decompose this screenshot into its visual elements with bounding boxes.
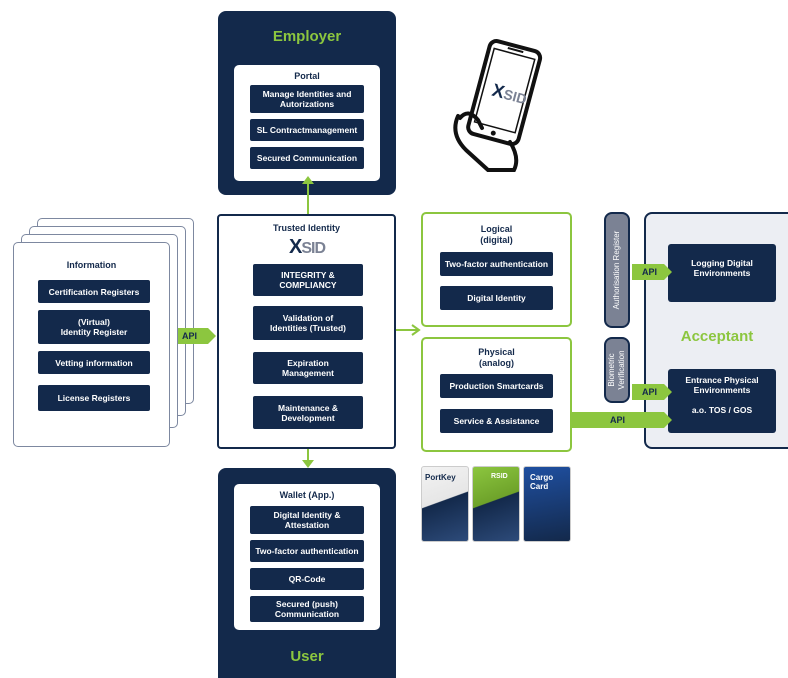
wallet-two-factor-button[interactable]: Two-factor authentication xyxy=(250,540,364,562)
digital-identity-attestation-button[interactable]: Digital Identity & Attestation xyxy=(250,506,364,534)
validation-identities-button[interactable]: Validation of Identities (Trusted) xyxy=(253,306,363,340)
api-label-service: API xyxy=(610,415,626,425)
biometric-verification-label: Biometric Verification xyxy=(607,350,626,390)
portal-card: Portal Manage Identities and Autorizatio… xyxy=(234,65,380,181)
physical-panel: Physical (analog) Production Smartcards … xyxy=(421,337,572,452)
portal-title: Portal xyxy=(294,71,320,81)
production-smartcards-button[interactable]: Production Smartcards xyxy=(440,374,553,398)
acceptant-title: Acceptant xyxy=(680,328,754,345)
employer-panel: Employer Portal Manage Identities and Au… xyxy=(218,11,396,195)
employer-connector xyxy=(302,176,314,216)
contract-management-button[interactable]: SL Contractmanagement xyxy=(250,119,364,141)
trusted-identity-panel: Trusted Identity XSID INTEGRITY & COMPLI… xyxy=(217,214,396,449)
vetting-information-button[interactable]: Vetting information xyxy=(38,351,150,374)
api-label-entrance: API xyxy=(642,387,658,397)
xsid-logo: XSID xyxy=(289,236,326,258)
trusted-identity-title: Trusted Identity xyxy=(272,223,340,233)
information-panel: Information Certification Registers (Vir… xyxy=(13,242,170,447)
entrance-box: Entrance Physical Environments a.o. TOS … xyxy=(668,369,776,433)
api-arrow-logging xyxy=(632,264,672,280)
api-arrow-entrance xyxy=(632,384,672,400)
identity-register-button[interactable]: (Virtual) Identity Register xyxy=(38,310,150,344)
biometric-verification-bar: Biometric Verification xyxy=(604,337,630,403)
user-panel: Wallet (App.) Digital Identity & Attesta… xyxy=(218,468,396,678)
wallet-title: Wallet (App.) xyxy=(279,490,335,500)
entrance-sub-label: a.o. TOS / GOS xyxy=(691,405,753,415)
maintenance-development-button[interactable]: Maintenance & Development xyxy=(253,396,363,429)
manage-identities-button[interactable]: Manage Identities and Autorizations xyxy=(250,85,364,113)
trusted-to-user-arrow xyxy=(302,449,314,468)
api-arrow-information xyxy=(178,328,216,344)
api-label-logging: API xyxy=(642,267,658,277)
employer-title: Employer xyxy=(272,28,342,45)
svg-text:X: X xyxy=(490,80,507,102)
card-cargo: Cargo Card xyxy=(523,466,571,542)
logical-two-factor-button[interactable]: Two-factor authentication xyxy=(440,252,553,276)
card-portkey: PortKey xyxy=(421,466,469,542)
digital-identity-button[interactable]: Digital Identity xyxy=(440,286,553,310)
card-rsid: RSID xyxy=(472,466,520,542)
authorisation-register-label: Authorisation Register xyxy=(612,230,621,310)
service-assistance-button[interactable]: Service & Assistance xyxy=(440,409,553,433)
physical-title: Physical (analog) xyxy=(478,347,515,368)
trusted-to-services-arrow xyxy=(396,324,421,336)
entrance-label: Entrance Physical Environments xyxy=(685,375,759,395)
card-rsid-label: RSID xyxy=(491,473,508,480)
integrity-compliancy-button[interactable]: INTEGRITY & COMPLIANCY xyxy=(253,264,363,296)
user-title: User xyxy=(290,648,324,665)
logging-box: Logging Digital Environments xyxy=(668,244,776,302)
wallet-card: Wallet (App.) Digital Identity & Attesta… xyxy=(234,484,380,630)
api-arrow-service xyxy=(572,412,672,428)
secured-push-communication-button[interactable]: Secured (push) Communication xyxy=(250,596,364,622)
phone-hand-icon: X SID xyxy=(453,39,543,172)
acceptant-panel: Acceptant Logging Digital Environments E… xyxy=(644,212,788,449)
license-registers-button[interactable]: License Registers xyxy=(38,385,150,411)
card-cargo-label: Cargo Card xyxy=(530,473,554,491)
expiration-management-button[interactable]: Expiration Management xyxy=(253,352,363,384)
logical-panel: Logical (digital) Two-factor authenticat… xyxy=(421,212,572,327)
qr-code-button[interactable]: QR-Code xyxy=(250,568,364,590)
svg-text:SID: SID xyxy=(502,86,529,107)
authorisation-register-bar: Authorisation Register xyxy=(604,212,630,328)
logical-title: Logical (digital) xyxy=(480,224,513,245)
information-title: Information xyxy=(66,260,117,270)
api-label-information: API xyxy=(182,331,198,341)
logging-label: Logging Digital Environments xyxy=(691,258,753,278)
secured-communication-button[interactable]: Secured Communication xyxy=(250,147,364,169)
card-portkey-label: PortKey xyxy=(425,473,456,482)
certification-registers-button[interactable]: Certification Registers xyxy=(38,280,150,303)
